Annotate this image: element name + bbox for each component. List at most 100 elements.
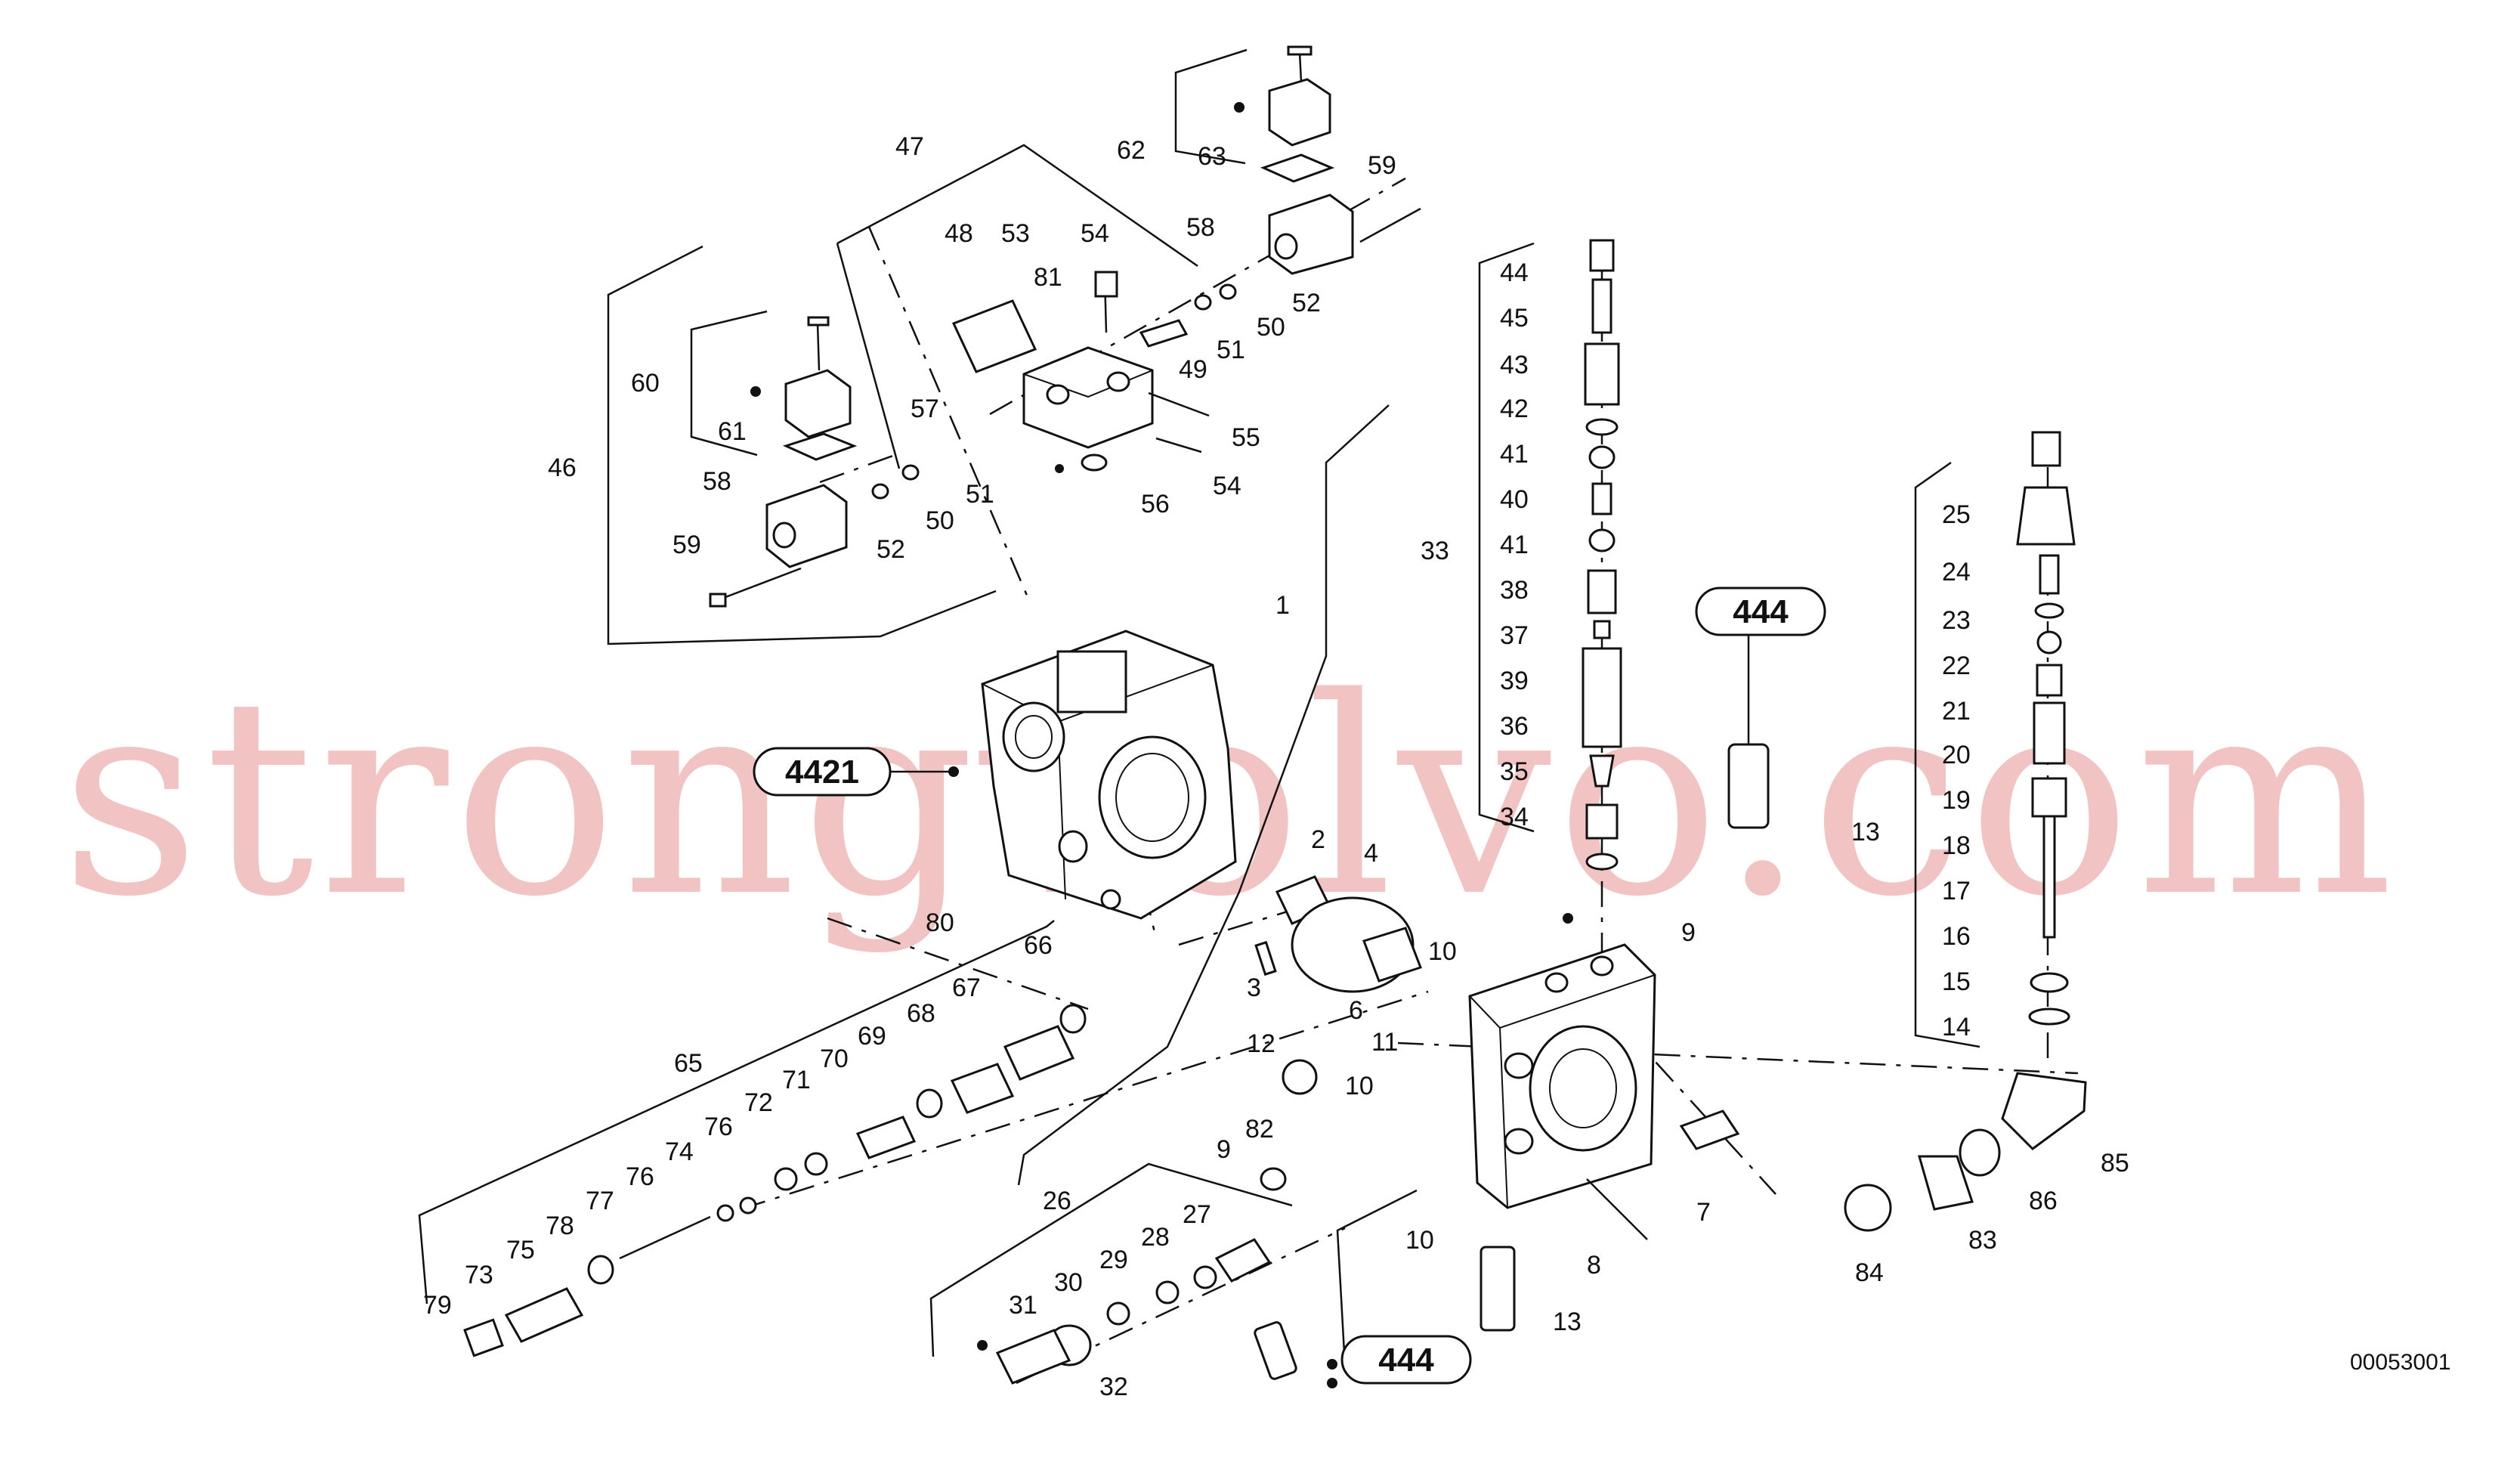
part-label-51-top: 51 — [1217, 336, 1245, 364]
part-label-46: 46 — [548, 453, 577, 482]
part-label-51-left: 51 — [966, 480, 994, 509]
part-label-12: 12 — [1247, 1029, 1275, 1058]
part-label-41-a: 41 — [1500, 440, 1529, 469]
part-label-40: 40 — [1500, 485, 1529, 514]
part-label-44: 44 — [1500, 258, 1529, 287]
ref-label-4421: 4421 — [785, 754, 859, 791]
part-label-57: 57 — [911, 395, 939, 423]
part-label-61: 61 — [718, 417, 747, 446]
ref-label-444-lower: 444 — [1378, 1342, 1434, 1379]
part-label-21: 21 — [1942, 697, 1971, 726]
part-label-47: 47 — [895, 132, 924, 161]
part-label-37: 37 — [1500, 621, 1529, 650]
part-label-76-a: 76 — [704, 1113, 733, 1141]
part-label-66: 66 — [1024, 931, 1053, 960]
part-label-84: 84 — [1855, 1258, 1884, 1287]
part-label-14: 14 — [1942, 1013, 1971, 1041]
group-brackets — [418, 48, 1980, 1367]
part-label-59-top: 59 — [1368, 151, 1396, 180]
part-label-70: 70 — [820, 1045, 849, 1073]
part-label-36: 36 — [1500, 712, 1529, 741]
part-label-3: 3 — [1247, 973, 1261, 1002]
part-label-30: 30 — [1054, 1268, 1083, 1297]
part-label-33: 33 — [1421, 537, 1449, 565]
part-label-9-lower: 9 — [1217, 1135, 1231, 1164]
part-label-34: 34 — [1500, 803, 1529, 831]
part-label-18: 18 — [1942, 831, 1971, 860]
part-label-53: 53 — [1001, 219, 1030, 248]
part-label-54-bottom: 54 — [1213, 472, 1241, 500]
solenoid-assembly-upper — [709, 45, 1421, 608]
part-label-50-top: 50 — [1257, 313, 1285, 342]
part-label-71: 71 — [782, 1066, 811, 1094]
part-label-6: 6 — [1349, 996, 1363, 1025]
part-label-15: 15 — [1942, 967, 1971, 996]
part-label-75: 75 — [506, 1236, 535, 1264]
part-label-82: 82 — [1245, 1115, 1274, 1144]
part-label-58-left: 58 — [703, 467, 731, 496]
part-label-8: 8 — [1587, 1251, 1601, 1280]
part-label-74: 74 — [665, 1137, 694, 1166]
part-label-65: 65 — [674, 1049, 703, 1078]
spool-assembly-65 — [463, 1004, 1087, 1357]
part-label-32: 32 — [1099, 1373, 1128, 1401]
part-label-13-lower: 13 — [1553, 1308, 1582, 1336]
part-label-59-left: 59 — [673, 531, 701, 559]
control-block — [1468, 913, 1656, 1209]
part-label-60: 60 — [631, 369, 660, 398]
fitting-444-upper — [1727, 676, 1770, 829]
part-label-76-b: 76 — [626, 1162, 654, 1191]
part-label-85: 85 — [2101, 1149, 2129, 1178]
part-label-77: 77 — [586, 1187, 614, 1215]
valve-stack-13 — [2016, 431, 2076, 1026]
valve-stack-33 — [1582, 239, 1622, 871]
part-label-13-right: 13 — [1851, 818, 1880, 846]
part-label-52-left: 52 — [877, 535, 905, 564]
part-label-62: 62 — [1117, 136, 1146, 165]
part-label-31: 31 — [1009, 1291, 1037, 1320]
part-label-72: 72 — [744, 1088, 773, 1117]
part-label-7: 7 — [1696, 1198, 1711, 1227]
part-label-20: 20 — [1942, 741, 1971, 769]
part-label-4: 4 — [1364, 839, 1378, 868]
part-label-10-a: 10 — [1428, 937, 1457, 966]
part-label-10-c: 10 — [1405, 1226, 1434, 1255]
part-label-26: 26 — [1043, 1187, 1071, 1215]
part-label-27: 27 — [1183, 1200, 1211, 1229]
part-label-52-top: 52 — [1292, 289, 1321, 317]
part-label-83: 83 — [1968, 1226, 1997, 1255]
part-label-55: 55 — [1232, 423, 1260, 452]
part-label-35: 35 — [1500, 757, 1529, 786]
part-label-38: 38 — [1500, 576, 1529, 605]
part-label-79: 79 — [423, 1291, 452, 1320]
part-label-43: 43 — [1500, 351, 1529, 379]
part-label-58-top: 58 — [1186, 213, 1215, 242]
ref-callout-4421: 4421 — [753, 747, 959, 797]
part-label-41-b: 41 — [1500, 531, 1529, 559]
part-labels: 47 48 53 81 54 62 63 59 58 52 50 51 49 5… — [423, 132, 2129, 1401]
part-label-68: 68 — [907, 999, 935, 1028]
part-label-28: 28 — [1141, 1223, 1170, 1252]
part-label-48: 48 — [945, 219, 973, 248]
part-label-29: 29 — [1099, 1246, 1128, 1274]
part-label-73: 73 — [465, 1261, 493, 1289]
part-label-19: 19 — [1942, 786, 1971, 815]
right-fittings — [1844, 1072, 2087, 1232]
part-label-49: 49 — [1179, 355, 1207, 384]
part-label-1: 1 — [1275, 591, 1290, 620]
part-label-11: 11 — [1371, 1028, 1398, 1057]
part-label-22: 22 — [1942, 651, 1971, 680]
lower-centre-parts — [977, 875, 1740, 1385]
part-label-86: 86 — [2029, 1187, 2058, 1215]
part-label-80: 80 — [926, 908, 954, 937]
part-label-9-right: 9 — [1681, 918, 1696, 947]
part-label-17: 17 — [1942, 877, 1971, 905]
part-label-2: 2 — [1311, 825, 1325, 854]
part-label-50-left: 50 — [926, 506, 954, 535]
part-label-25: 25 — [1942, 500, 1971, 529]
part-label-81: 81 — [1034, 263, 1062, 292]
ref-label-444-upper: 444 — [1733, 593, 1789, 630]
part-label-69: 69 — [858, 1022, 886, 1051]
part-label-54-top: 54 — [1081, 219, 1109, 248]
